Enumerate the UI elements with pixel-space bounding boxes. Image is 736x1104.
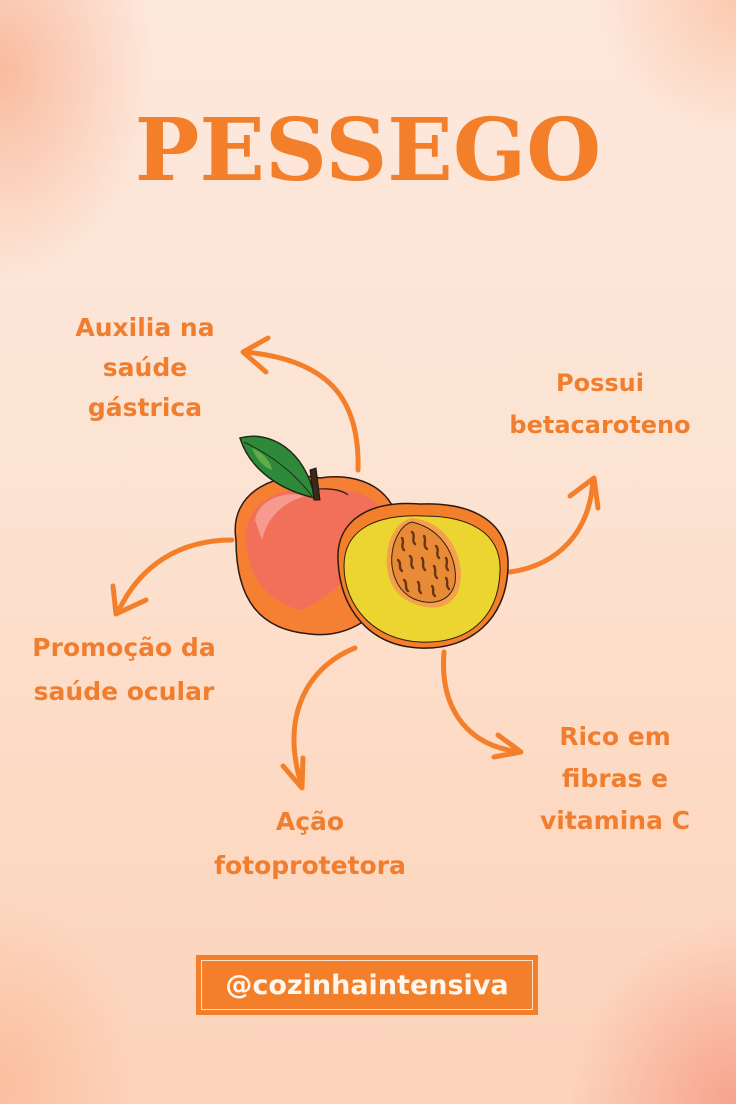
benefit-fibras-line-3: vitamina C [539,806,691,835]
arrow-gastrica-icon [240,335,361,473]
social-handle: @cozinhaintensiva [201,960,533,1010]
half-peach-icon [337,502,509,649]
leaf-icon [239,435,321,501]
benefit-betacaroteno-line-1: Possui [556,369,644,397]
page-title: PESSEGO [134,100,602,201]
benefit-gastrica-line-1: Auxilia na [75,313,215,342]
social-handle-badge: @cozinhaintensiva [196,955,538,1015]
benefit-ocular-line-2: saúde ocular [33,677,215,706]
arrow-fibras-icon [441,649,524,760]
benefit-betacaroteno: Possui betacaroteno [480,362,720,446]
benefit-ocular-line-1: Promoção da [32,633,216,662]
benefit-fibras-line-1: Rico em [559,722,671,751]
benefit-fibras: Rico em fibras e vitamina C [522,716,708,842]
benefit-gastrica-line-3: gástrica [87,393,203,422]
benefit-fibras-line-2: fibras e [561,764,669,793]
benefit-gastrica: Auxilia na saúde gástrica [40,306,250,430]
arrow-betacaroteno-icon [507,475,601,575]
benefit-fotoprotetora-line-2: fotoprotetora [214,851,406,880]
arrow-ocular-icon [110,537,235,617]
benefit-fotoprotetora-line-1: Ação [275,807,345,836]
benefit-ocular: Promoção da saúde ocular [6,626,242,714]
arrow-fotoprotetora-icon [280,645,358,791]
benefit-gastrica-line-2: saúde [102,353,188,382]
benefit-fotoprotetora: Ação fotoprotetora [190,800,430,888]
benefit-betacaroteno-line-2: betacaroteno [509,411,691,439]
